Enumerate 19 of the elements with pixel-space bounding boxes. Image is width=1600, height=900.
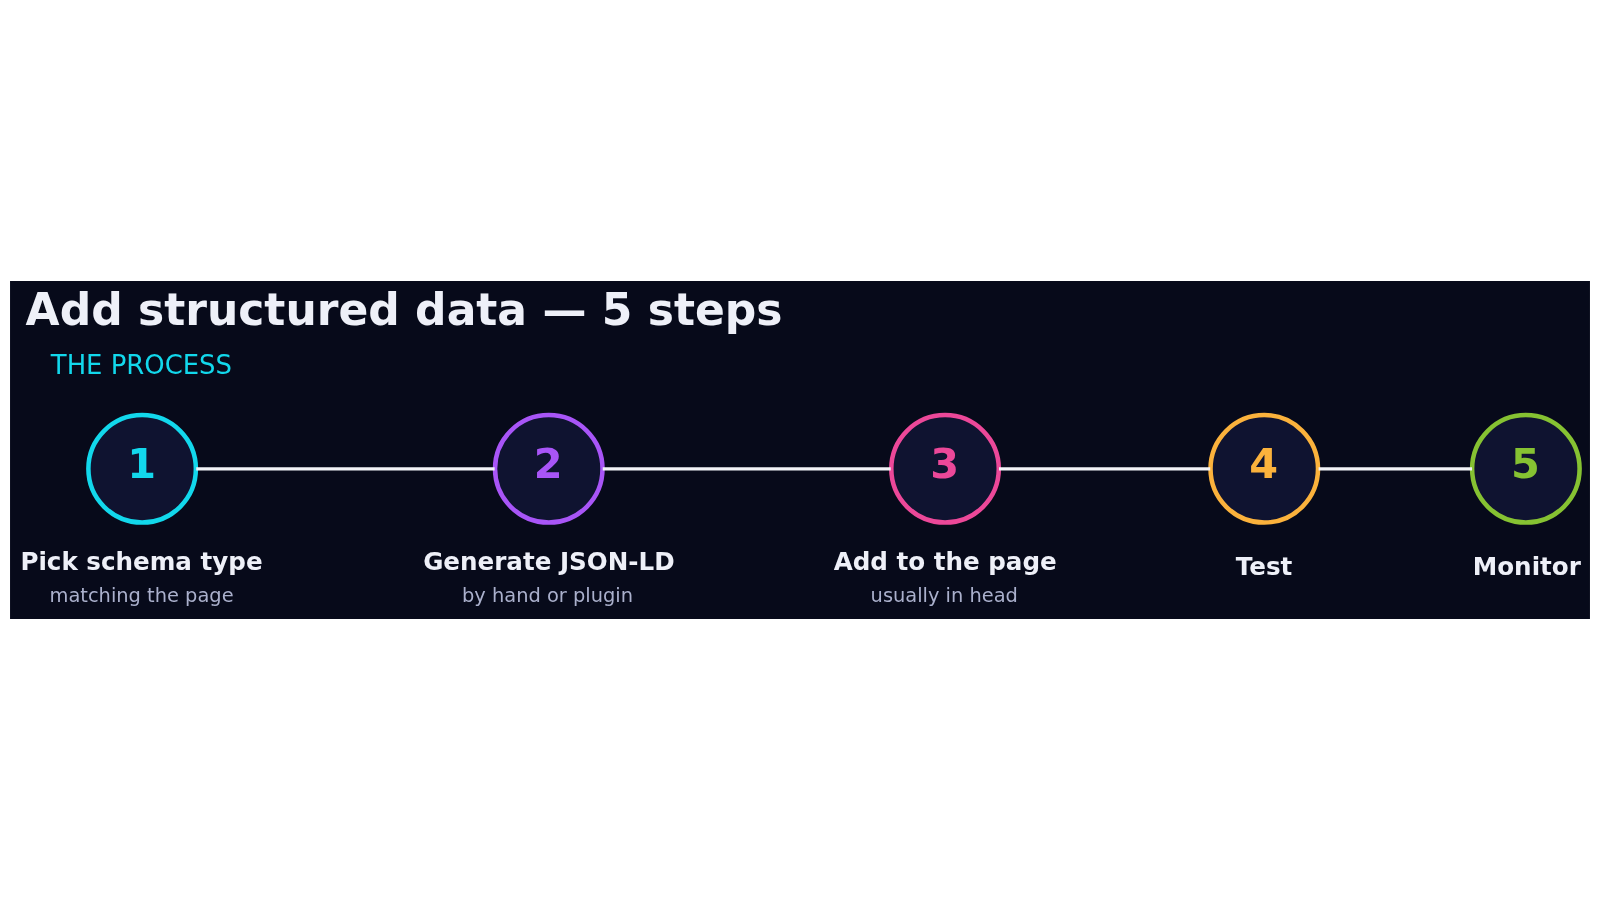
node-label: Generate JSON-LD bbox=[423, 547, 675, 577]
node-circle: 2 bbox=[492, 412, 605, 525]
node-circle: 5 bbox=[1469, 412, 1582, 525]
diagram-title: Add structured data — 5 steps bbox=[25, 284, 783, 336]
node-label: matching the page bbox=[49, 584, 234, 608]
node-label: Pick schema type bbox=[20, 547, 263, 577]
connector bbox=[1318, 467, 1473, 471]
node-label: Monitor bbox=[1472, 552, 1581, 582]
connector bbox=[602, 467, 891, 471]
connector bbox=[196, 467, 495, 471]
connector bbox=[999, 467, 1211, 471]
label: THE PROCESS bbox=[50, 350, 232, 381]
node-label: Add to the page bbox=[833, 547, 1057, 577]
node-label: usually in head bbox=[870, 584, 1018, 608]
node-label: by hand or plugin bbox=[462, 584, 633, 608]
node-label: Test bbox=[1235, 552, 1293, 582]
node-circle: 3 bbox=[889, 412, 1002, 525]
node-circle: 4 bbox=[1208, 412, 1321, 525]
node-circle: 1 bbox=[86, 412, 199, 525]
